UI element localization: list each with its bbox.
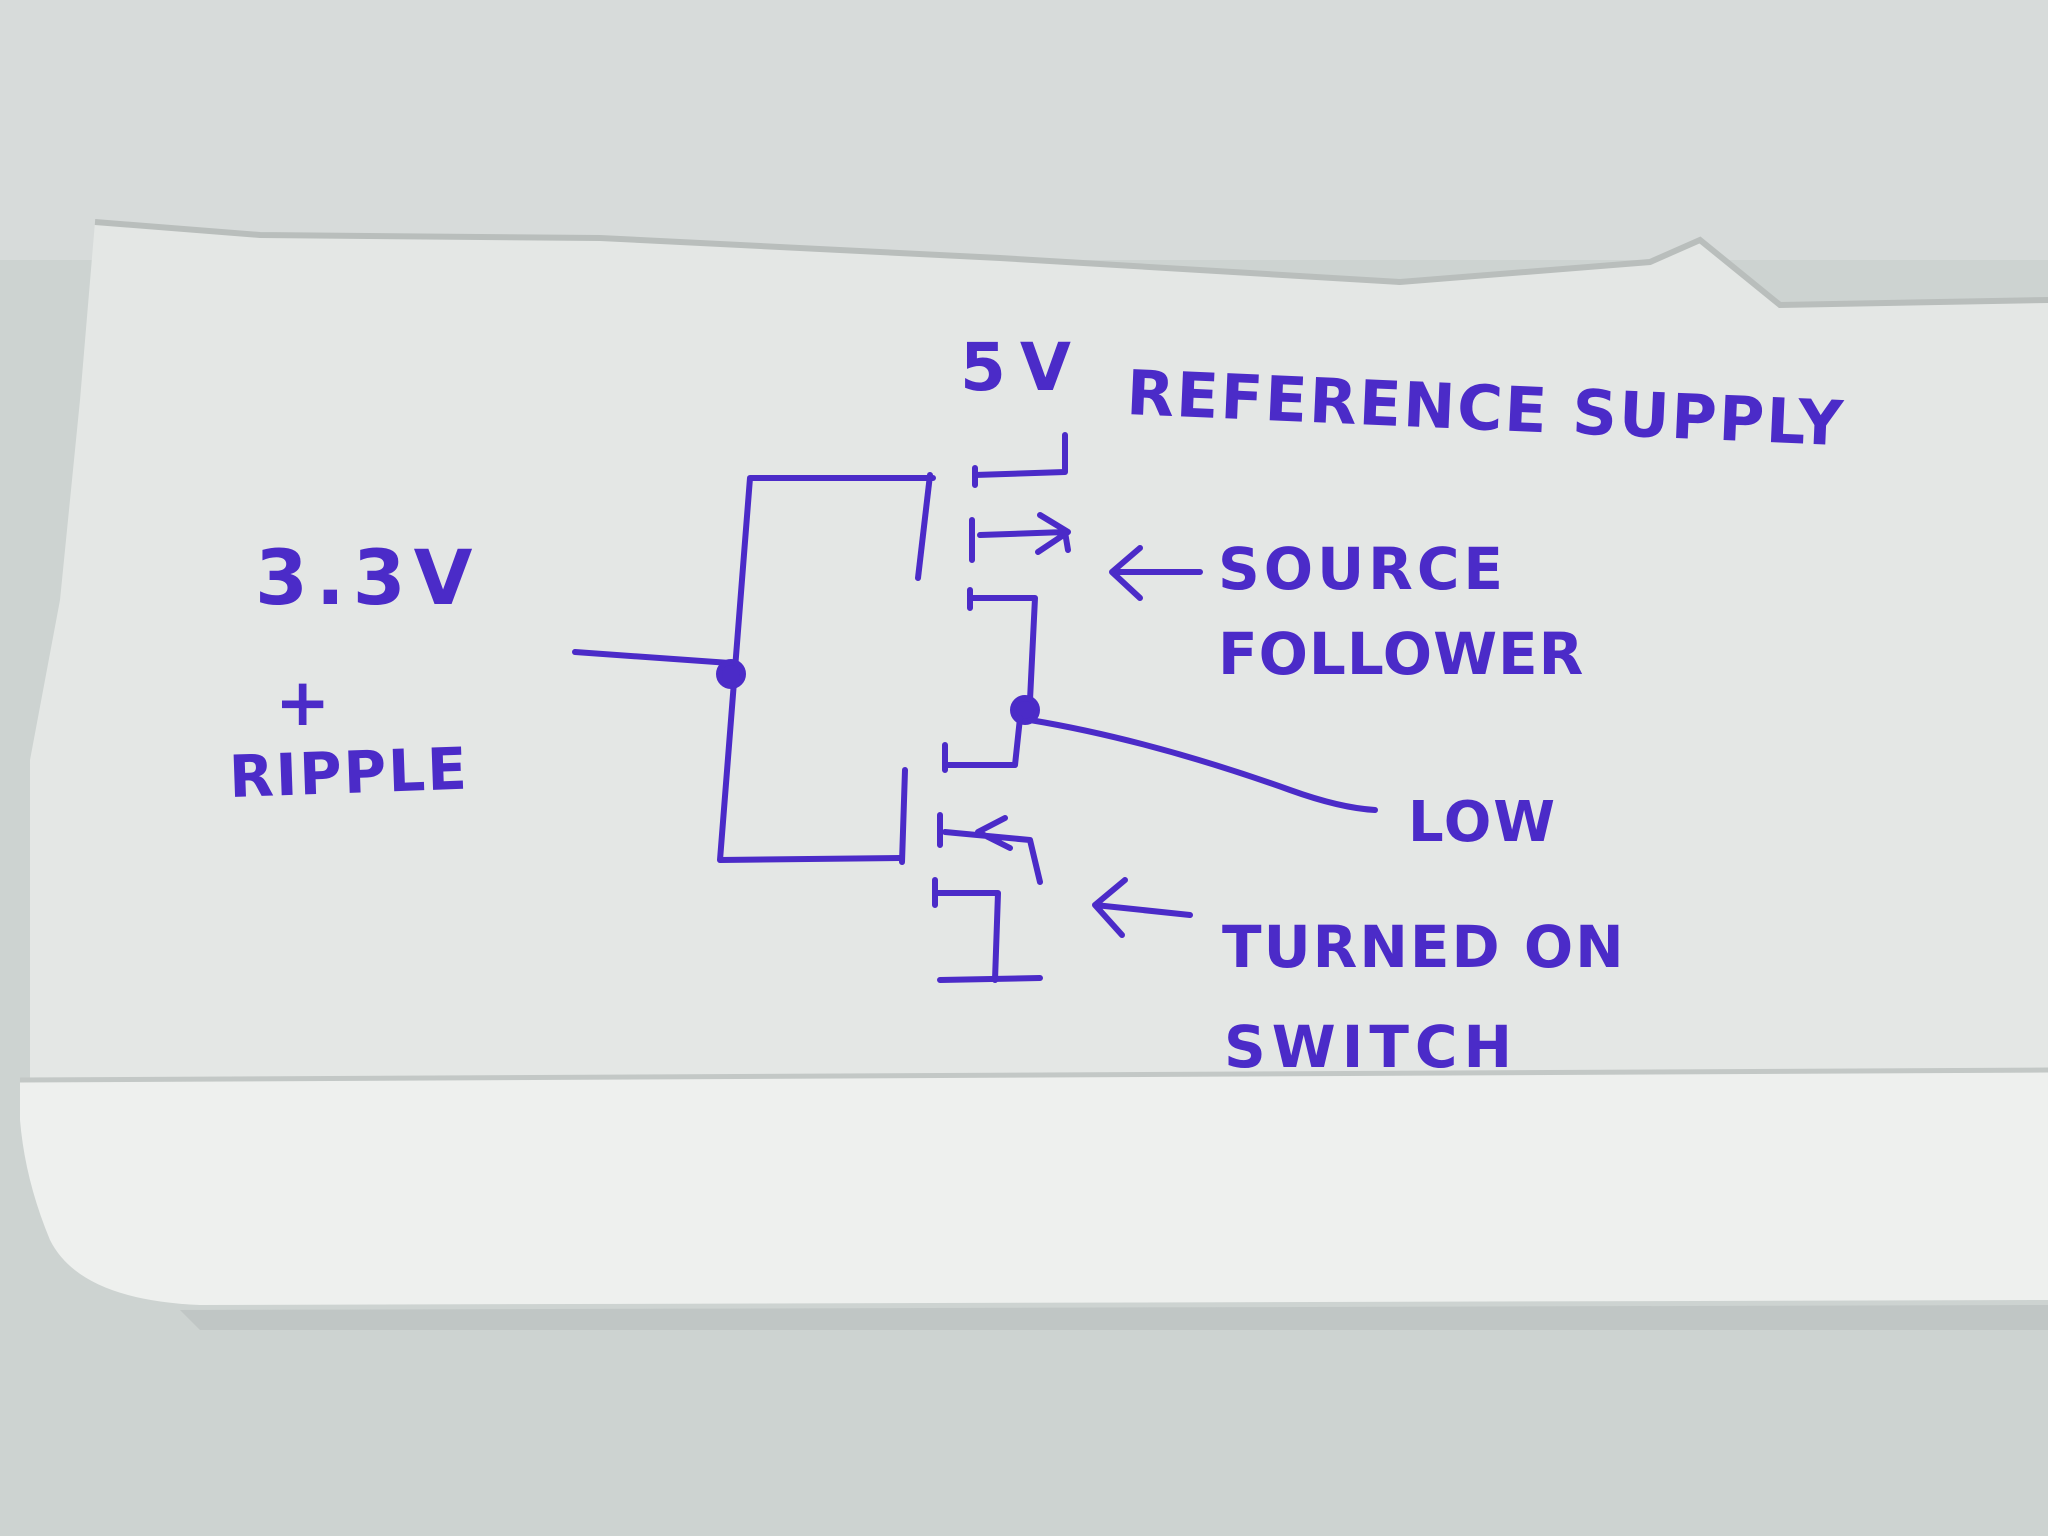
upper-transistor-source-lead	[967, 595, 1038, 703]
output-label: LOW	[1408, 790, 1558, 855]
paper-fold-flap	[20, 1070, 2048, 1305]
paper-fold-line	[19, 1067, 2048, 1083]
flap-shadow	[180, 1305, 2048, 1330]
lower-gate-plate	[899, 767, 908, 865]
input-voltage-label: 3.3V	[255, 533, 481, 622]
upper-transistor-source	[1062, 529, 1071, 553]
input-ripple-label: RIPPLE	[227, 734, 470, 811]
circuit-diagram	[572, 432, 1378, 983]
output-wire	[1027, 717, 1378, 813]
switch-arrow	[1092, 877, 1193, 938]
lower-transistor-source-arrow	[942, 815, 1043, 885]
lower-transistor-bulk	[935, 890, 1001, 983]
upper-transistor-drain	[972, 432, 1068, 478]
input-node	[716, 659, 746, 689]
input-wire	[572, 649, 733, 666]
table-highlight	[0, 0, 2048, 260]
ground-symbol	[937, 975, 1043, 983]
switch-label-line2: SWITCH	[1224, 1013, 1518, 1081]
paper-torn-edge	[94, 219, 2048, 309]
source-follower-label-line2: FOLLOWER	[1218, 620, 1585, 688]
source-follower-label-line1: SOURCE	[1218, 535, 1508, 603]
supply-voltage-label: 5V	[960, 329, 1086, 406]
upper-gate-plate	[915, 472, 933, 581]
paper-strip	[30, 222, 2048, 1090]
lower-transistor-channel	[932, 742, 948, 908]
input-plus-label: +	[275, 664, 337, 741]
lower-transistor-drain-lead	[945, 715, 1023, 768]
source-follower-arrow	[1109, 545, 1203, 601]
switch-label-line1: TURNED ON	[1222, 913, 1626, 981]
